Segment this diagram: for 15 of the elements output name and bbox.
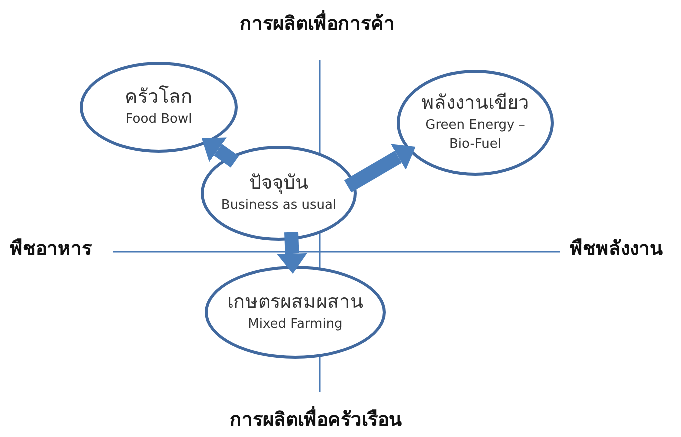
block-arrow [202,138,240,168]
block-arrow [277,232,308,274]
node-subtitle: Business as usual [220,196,338,215]
axis-label: พืชอาหาร [10,237,92,262]
node-title: เกษตรผสมผสาน [228,290,364,316]
block-arrow [344,144,416,193]
axis-label: พืชพลังงาน [570,237,663,262]
node-title: พลังงานเขียว [422,91,530,116]
node-title: ปัจจุบัน [250,171,308,196]
axis-label: การผลิตเพื่อการค้า [240,8,395,38]
node-title: ครัวโลก [125,85,193,110]
node-subtitle: Mixed Farming [247,316,344,334]
node-subtitle: Green Energy – Bio-Fuel [424,116,526,154]
node-subtitle: Food Bowl [124,110,194,129]
axis-label: การผลิตเพื่อครัวเรือน [230,404,402,434]
